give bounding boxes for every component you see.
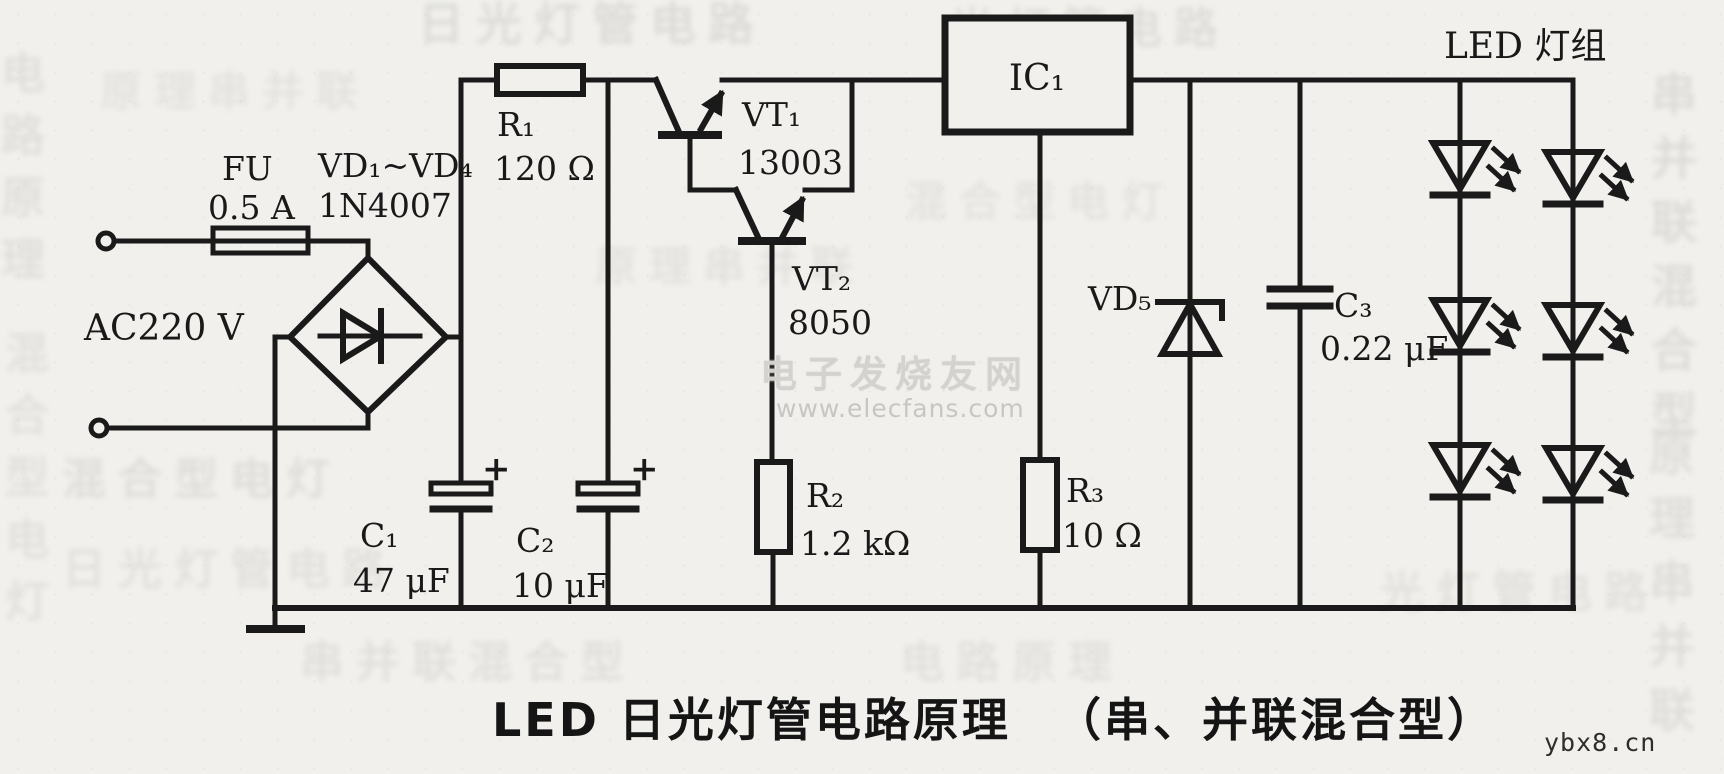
resistor-r2-symbol bbox=[754, 459, 793, 611]
led-symbol bbox=[1427, 442, 1522, 501]
c3-ref-label: C₃ bbox=[1334, 286, 1372, 325]
c1-ref-label: C₁ bbox=[360, 516, 398, 555]
capacitor-c2-symbol bbox=[575, 480, 641, 513]
capacitor-c3-symbol bbox=[1266, 77, 1334, 611]
watermark-site-url: www.elecfans.com bbox=[776, 394, 1025, 423]
vt1-ref-label: VT₁ bbox=[741, 95, 801, 134]
corner-watermark: ybx8.cn bbox=[1544, 728, 1657, 757]
bridge-ref-label: VD₁~VD₄ bbox=[317, 146, 473, 185]
c1-value-label: 47 μF bbox=[353, 561, 450, 600]
led-symbol bbox=[1540, 302, 1635, 361]
fuse-ref-label: FU bbox=[222, 149, 273, 188]
caption-title: LED 日光灯管电路原理 bbox=[492, 693, 1011, 747]
led-string-2 bbox=[1540, 77, 1635, 611]
led-symbol bbox=[1427, 297, 1522, 356]
r1-value-label: 120 Ω bbox=[494, 149, 595, 188]
led-string-1 bbox=[1427, 77, 1522, 611]
r3-ref-label: R₃ bbox=[1066, 471, 1104, 510]
led-symbol bbox=[1540, 445, 1635, 504]
fuse-value-label: 0.5 A bbox=[208, 188, 296, 227]
zener-vd5-symbol bbox=[1155, 77, 1225, 611]
watermark-site-name: 电子发烧友网 bbox=[760, 352, 1030, 396]
led-symbol bbox=[1540, 149, 1635, 208]
c2-polarity-mark: + bbox=[630, 449, 659, 489]
c3-value-label: 0.22 μF bbox=[1320, 329, 1448, 368]
c1-polarity-mark: + bbox=[482, 449, 511, 489]
r1-ref-label: R₁ bbox=[497, 105, 535, 144]
r2-ref-label: R₂ bbox=[806, 476, 844, 515]
ac-input-label: AC220 V bbox=[83, 308, 245, 349]
led-symbol bbox=[1427, 140, 1522, 199]
fuse-symbol bbox=[210, 225, 311, 256]
r2-value-label: 1.2 kΩ bbox=[800, 524, 910, 563]
ic1-symbol bbox=[941, 14, 1134, 463]
led-group-label: LED 灯组 bbox=[1444, 26, 1607, 67]
vt1-value-label: 13003 bbox=[738, 143, 843, 182]
c2-ref-label: C₂ bbox=[516, 521, 554, 560]
transistor-vt1-symbol bbox=[652, 76, 726, 193]
vt2-value-label: 8050 bbox=[788, 303, 872, 342]
ic1-ref-label: IC₁ bbox=[1009, 58, 1065, 99]
ground-symbol bbox=[246, 334, 305, 633]
resistor-r1-symbol bbox=[494, 63, 586, 97]
caption-subtitle: （串、并联混合型） bbox=[1054, 693, 1496, 747]
c2-value-label: 10 μF bbox=[512, 566, 609, 605]
figure-caption: LED 日光灯管电路原理 （串、并联混合型） bbox=[492, 684, 1496, 750]
resistor-r3-symbol bbox=[1020, 457, 1060, 611]
bridge-value-label: 1N4007 bbox=[318, 186, 452, 225]
vt2-ref-label: VT₂ bbox=[791, 259, 851, 298]
transistor-vt2-symbol bbox=[687, 77, 855, 465]
vd5-ref-label: VD₅ bbox=[1087, 279, 1152, 318]
bridge-rectifier-symbol bbox=[272, 253, 464, 417]
r3-value-label: 10 Ω bbox=[1062, 516, 1142, 555]
capacitor-c1-symbol bbox=[428, 480, 494, 513]
